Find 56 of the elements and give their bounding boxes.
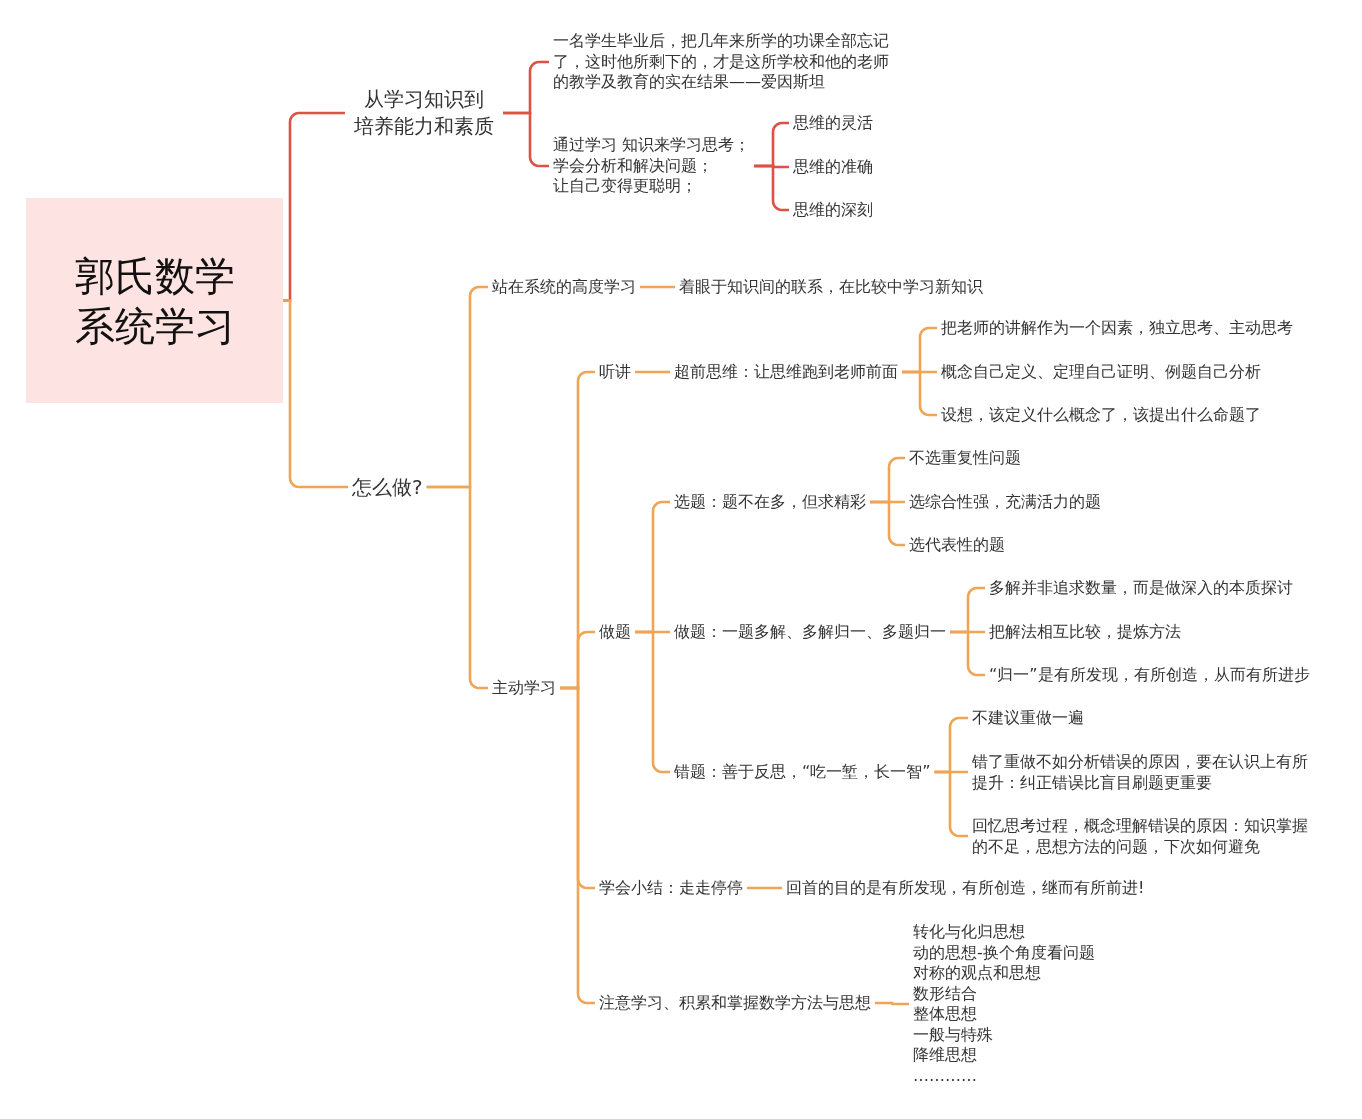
- branch-label: 把解法相互比较，提炼方法: [985, 619, 1185, 645]
- branch-label: 超前思维：让思维跑到老师前面: [670, 359, 902, 385]
- connector-line: [560, 686, 595, 1005]
- connector-line: [635, 630, 670, 774]
- branch-label: 选代表性的题: [905, 532, 1009, 558]
- list-item-text: …………: [913, 1065, 978, 1086]
- list-item-text: 降维思想: [913, 1045, 978, 1066]
- branch-label: 思维的深刻: [789, 197, 877, 223]
- branch-label: 学会小结：走走停停: [595, 875, 747, 901]
- connector-line: [635, 370, 670, 374]
- branch-label: 设想，该定义什么概念了，该提出什么命题了: [937, 402, 1265, 428]
- branch-label: 回忆思考过程，概念理解错误的原因：知识掌握的不足，思想方法的问题，下次如何避免: [968, 813, 1316, 859]
- branch-label: 听讲: [595, 359, 635, 385]
- list-item-text: 学会分析和解决问题；: [553, 155, 714, 177]
- list-item-text: 对称的观点和思想: [913, 963, 1042, 984]
- branch-label: “归一”是有所发现，有所创造，从而有所进步: [985, 662, 1314, 688]
- quote-text: 一名学生毕业后，把几年来所学的功课全部忘记了，这时他所剩下的，才是这所学校和他的老师的教学及教育的实在结果——爱因斯坦: [549, 29, 897, 95]
- branch-label: 做题: [595, 619, 635, 645]
- branch-label: 概念自己定义、定理自己证明、例题自己分析: [937, 359, 1265, 385]
- branch-label: 思维的准确: [789, 154, 877, 180]
- branch-label: 思维的灵活: [789, 110, 877, 136]
- branch-label: 多解并非追求数量，而是做深入的本质探讨: [985, 575, 1297, 601]
- branch-label: 错题：善于反思，“吃一堑，长一智”: [670, 759, 935, 785]
- list-item-text: 动的思想-换个角度看问题: [913, 942, 1095, 963]
- branch-label: 着眼于知识间的联系，在比较中学习新知识: [675, 274, 987, 300]
- list-item-text: 让自己变得更聪明；: [553, 176, 698, 197]
- connector-line: [503, 111, 549, 168]
- branch-label: 选综合性强，充满活力的题: [905, 489, 1105, 515]
- connector-line: [875, 1001, 909, 1006]
- list-item-text: 一般与特殊: [913, 1024, 994, 1045]
- list-item-text: 数形结合: [913, 983, 978, 1004]
- root-topic-box: 郭氏数学系统学习: [26, 198, 283, 403]
- branch-label: 把老师的讲解作为一个因素，独立思考、主动思考: [937, 315, 1297, 341]
- list-item-text: 整体思想: [913, 1004, 978, 1025]
- connector-line: [747, 886, 782, 890]
- branch-label: 错了重做不如分析错误的原因，要在认识上有所提升：纠正错误比盲目刷题更重要: [968, 749, 1316, 795]
- connector-line: [426, 485, 488, 690]
- branch-label: 选题：题不在多，但求精彩: [670, 489, 870, 515]
- list-item-text: 转化与化归思想: [913, 922, 1026, 943]
- connector-line: [640, 285, 675, 289]
- branch-label: 不建议重做一遍: [968, 705, 1088, 731]
- connector-line: [902, 370, 937, 417]
- connector-line: [283, 299, 348, 489]
- branch-label: 主动学习: [488, 675, 560, 701]
- branch-label: 不选重复性问题: [905, 445, 1025, 471]
- connector-line: [950, 630, 985, 677]
- main-branch-label: 从学习知识到培养能力和素质: [345, 84, 503, 142]
- list-item-text: 通过学习 知识来学习思考；: [553, 135, 751, 156]
- main-branch-label: 怎么做?: [348, 472, 427, 502]
- branch-label: 站在系统的高度学习: [488, 274, 640, 300]
- branch-label: 注意学习、积累和掌握数学方法与思想: [595, 990, 875, 1016]
- connector-line: [870, 500, 905, 547]
- branch-label: 回首的目的是有所发现，有所创造，继而有所前进!: [782, 875, 1149, 901]
- connector-line: [934, 770, 968, 838]
- branch-label: 做题：一题多解、多解归一、多题归一: [670, 619, 950, 645]
- connector-line: [754, 164, 789, 212]
